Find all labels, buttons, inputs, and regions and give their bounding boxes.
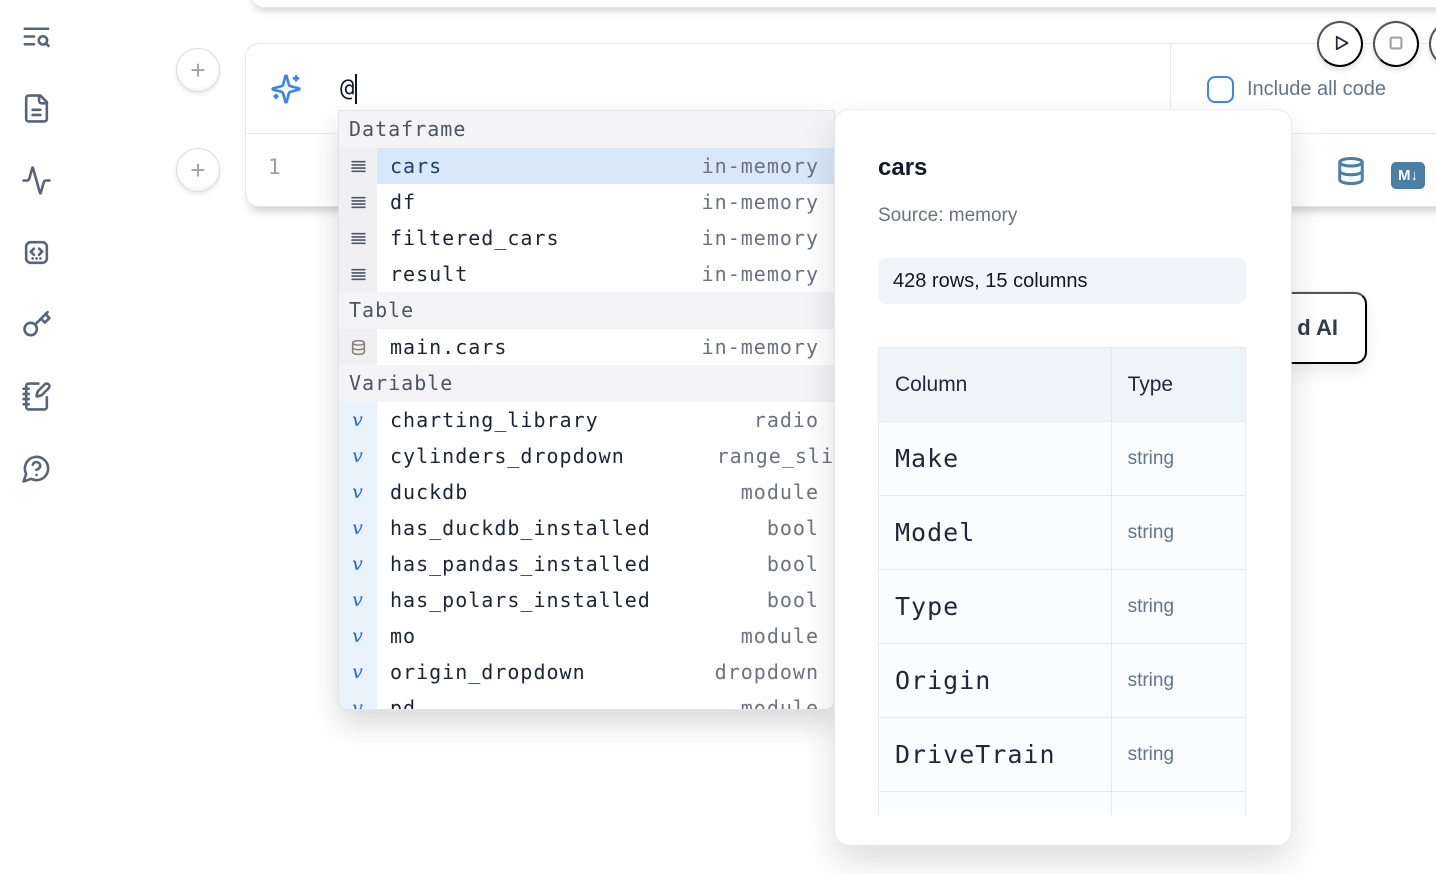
autocomplete-section-header: Table bbox=[339, 292, 834, 329]
table-row: Type string bbox=[878, 569, 1246, 644]
variable-icon: v bbox=[339, 510, 377, 546]
preview-title: cars bbox=[878, 154, 928, 181]
stop-icon bbox=[1383, 30, 1409, 59]
variable-icon: v bbox=[339, 474, 377, 510]
variable-icon: v bbox=[339, 402, 377, 438]
dataframe-icon bbox=[339, 148, 377, 184]
sidebar-item-snippets[interactable] bbox=[19, 237, 53, 271]
table-row: Model string bbox=[878, 495, 1246, 570]
include-all-code-label: Include all code bbox=[1247, 78, 1386, 100]
markdown-icon[interactable]: M↓ bbox=[1391, 162, 1425, 189]
autocomplete-section-header: Variable bbox=[339, 365, 834, 402]
sidebar-item-search[interactable] bbox=[19, 21, 53, 55]
sidebar-item-keys[interactable] bbox=[19, 309, 53, 343]
code-snippet-icon bbox=[21, 237, 52, 271]
sidebar bbox=[19, 21, 53, 487]
line-number: 1 bbox=[268, 155, 281, 179]
variable-icon: v bbox=[339, 582, 377, 618]
sidebar-item-help[interactable] bbox=[19, 453, 53, 487]
code-editor[interactable]: 1 M↓ bbox=[246, 134, 1436, 206]
database-icon[interactable] bbox=[1336, 156, 1366, 186]
play-icon bbox=[1327, 30, 1353, 59]
variable-icon: v bbox=[339, 690, 377, 709]
run-cell-button[interactable] bbox=[1317, 21, 1363, 67]
add-cell-button-top[interactable]: + bbox=[176, 48, 220, 92]
variable-icon: v bbox=[339, 654, 377, 690]
add-cell-button-bottom[interactable]: + bbox=[176, 148, 220, 192]
notebook-pen-icon bbox=[21, 381, 52, 415]
prompt-divider bbox=[1170, 44, 1171, 133]
dataframe-icon bbox=[339, 220, 377, 256]
dataframe-icon bbox=[339, 256, 377, 292]
key-icon bbox=[21, 309, 52, 343]
variable-icon: v bbox=[339, 618, 377, 654]
schema-table-container: Column Type Make string Model string Typ… bbox=[878, 347, 1246, 815]
sparkles-icon bbox=[270, 73, 302, 105]
sidebar-item-scratchpad[interactable] bbox=[19, 381, 53, 415]
shape-badge: 428 rows, 15 columns bbox=[878, 258, 1246, 304]
table-row: DriveTrain string bbox=[878, 717, 1246, 792]
autocomplete-section-header: Dataframe bbox=[339, 111, 834, 148]
type-header: Type bbox=[1110, 347, 1246, 422]
dataframe-preview-panel: cars Source: memory 428 rows, 15 columns… bbox=[835, 110, 1291, 845]
variable-icon: v bbox=[339, 546, 377, 582]
variable-icon: v bbox=[339, 438, 377, 474]
ai-prompt-input[interactable]: @ bbox=[340, 73, 358, 104]
stop-button[interactable] bbox=[1373, 21, 1419, 67]
table-row-partial bbox=[878, 791, 1246, 815]
sidebar-item-files[interactable] bbox=[19, 93, 53, 127]
text-search-icon bbox=[21, 21, 52, 55]
dataframe-icon bbox=[339, 184, 377, 220]
include-all-code-checkbox[interactable] bbox=[1207, 76, 1234, 103]
include-all-code-control: Include all code bbox=[1207, 76, 1386, 103]
help-chat-icon bbox=[21, 453, 52, 487]
table-row: Origin string bbox=[878, 643, 1246, 718]
text-cursor bbox=[355, 73, 358, 104]
table-database-icon bbox=[339, 329, 377, 365]
schema-table: Column Type Make string Model string Typ… bbox=[878, 347, 1246, 815]
sidebar-item-activity[interactable] bbox=[19, 165, 53, 199]
table-row: Make string bbox=[878, 421, 1246, 496]
file-icon bbox=[21, 93, 52, 127]
previous-cell-edge bbox=[250, 0, 1436, 8]
preview-source: Source: memory bbox=[878, 205, 1018, 226]
column-header: Column bbox=[878, 347, 1112, 422]
activity-icon bbox=[21, 165, 52, 199]
